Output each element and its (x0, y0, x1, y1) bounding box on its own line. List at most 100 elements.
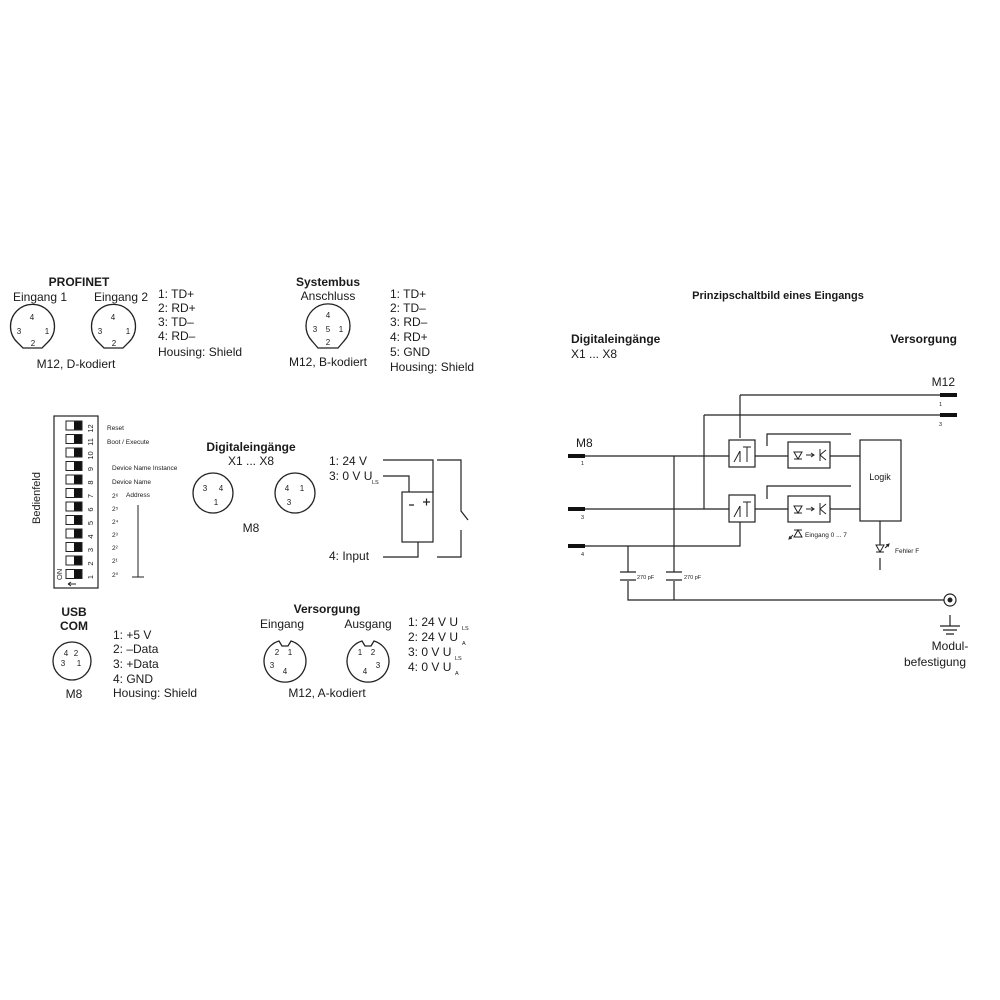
dip-switch[interactable]: 7 (65, 488, 95, 499)
systembus-connector-type: M12, B-kodiert (289, 355, 368, 369)
dip-switch[interactable]: 3 (65, 542, 95, 553)
m8-pin3-label: 3 (581, 515, 584, 521)
boot-label: Boot / Execute (107, 439, 150, 446)
dip-switch[interactable]: 5 (65, 515, 95, 526)
supply-out-connector-icon: 1 2 4 3 (346, 640, 390, 683)
pin-label: 2 (371, 648, 376, 657)
pin-entry: 4: RD– (158, 329, 196, 343)
dip-switch-number: 9 (86, 467, 95, 471)
supply-section: Versorgung Eingang Ausgang 2 1 3 4 1 2 4… (260, 602, 469, 700)
ground-label-2: befestigung (904, 655, 966, 669)
address-label: Address (126, 492, 151, 499)
pin-entry: 4: GND (113, 672, 153, 686)
pin-entry: 3: 0 V U (329, 469, 372, 483)
pin-label: 1 (300, 484, 305, 493)
m8-pin1-label: 1 (581, 461, 584, 467)
device-name-instance-label: Device Name Instance (112, 465, 178, 472)
pin-label: 2 (31, 339, 36, 348)
dip-switch[interactable]: 8 (65, 474, 95, 485)
switch-contact (437, 459, 469, 558)
dip-switch-number: 8 (86, 480, 95, 484)
pin-label: 1 (339, 325, 344, 334)
usb-pin-list: 1: +5 V 2: –Data 3: +Data 4: GND Housing… (113, 628, 197, 700)
pin-label: 1 (45, 327, 50, 336)
ground-icon (940, 593, 960, 635)
dip-switch[interactable]: 10 (65, 447, 95, 460)
pin-entry: Housing: Shield (390, 360, 474, 374)
on-arrow-icon (67, 581, 76, 587)
m8-connector-icon: 3 4 1 (192, 472, 234, 514)
pin-label: 1 (288, 648, 293, 657)
pin-label: 3 (98, 327, 103, 336)
usb-subtitle: COM (60, 619, 88, 633)
m8-connector-icon: 4 1 3 (274, 472, 316, 514)
dip-switch[interactable]: 9 (65, 461, 95, 472)
pin-label: 4 (326, 311, 331, 320)
pin-label: 1 (358, 648, 363, 657)
pin-subscript: A (462, 641, 466, 647)
usb-connector-icon: 4 2 3 1 (52, 641, 92, 681)
pin-entry: 3: +Data (113, 657, 159, 671)
systembus-connector-icon: 4 3 5 1 2 (305, 303, 351, 349)
profinet-port2-connector-icon: 4 3 1 2 (90, 303, 137, 349)
pin-entry: 2: TD– (390, 301, 426, 315)
dip-switch-number: 5 (86, 521, 95, 525)
usb-connector-type: M8 (66, 687, 83, 701)
optocoupler-icon (787, 441, 831, 469)
profinet-title: PROFINET (49, 275, 110, 289)
pin-label: 5 (326, 325, 331, 334)
pin-label: 1 (77, 659, 82, 668)
pin-label: 4 (30, 313, 35, 322)
dip-switch-number: 2 (86, 561, 95, 565)
dip-switch[interactable]: 12 (65, 420, 95, 433)
pin-label: 3 (287, 498, 292, 507)
pin-label: 1 (126, 327, 131, 336)
digital-inputs-range: X1 ... X8 (228, 454, 274, 468)
pin-label: 1 (214, 498, 219, 507)
dip-switch[interactable]: 2 (65, 555, 95, 566)
supply-connector-type: M12, A-kodiert (288, 686, 366, 700)
pin-entry: 3: RD– (390, 315, 428, 329)
pin-label: 2 (275, 648, 280, 657)
pin-label: 3 (17, 327, 22, 336)
dip-switch[interactable]: 1 (65, 569, 95, 580)
dip-switch[interactable]: 6 (65, 501, 95, 512)
pin-entry: 2: –Data (113, 642, 159, 656)
dip-switch-number: 3 (86, 548, 95, 552)
dip-switch-number: 1 (86, 575, 95, 579)
device-name-label: Device Name (112, 479, 151, 486)
pin-label: 3 (61, 659, 66, 668)
schematic-inputs-title: Digitaleingänge (571, 332, 661, 346)
m12-pin3-label: 3 (939, 422, 942, 428)
digital-inputs-title: Digitaleingänge (206, 440, 296, 454)
pin-label: 2 (112, 339, 117, 348)
supply-out-label: Ausgang (344, 617, 391, 631)
dip-switch[interactable]: 4 (65, 528, 95, 539)
dip-switch[interactable]: 11 (65, 434, 95, 446)
filter-block-icon (728, 439, 756, 468)
schematic-title: Prinzipschaltbild eines Eingangs (692, 290, 864, 302)
pin-label: 4 (363, 667, 368, 676)
logic-block (859, 439, 902, 522)
digital-inputs-connector-type: M8 (243, 521, 260, 535)
dip-switch-number: 10 (86, 451, 95, 459)
systembus-subtitle: Anschluss (301, 289, 356, 303)
pin-entry: Housing: Shield (158, 345, 242, 359)
dip-function-labels: Reset Boot / Execute Device Name Instanc… (107, 425, 178, 499)
pin-entry: 1: +5 V (113, 628, 151, 642)
pin-entry: 4: RD+ (390, 330, 428, 344)
schematic-supply-title: Versorgung (890, 332, 957, 346)
sensor-wiring (383, 459, 469, 558)
systembus-section: Systembus Anschluss 4 3 5 1 2 M12, B-kod… (289, 275, 474, 374)
sensor-box (401, 491, 434, 543)
pin-label: 4 (64, 649, 69, 658)
pin-entry: 2: RD+ (158, 301, 196, 315)
profinet-port2-label: Eingang 2 (94, 290, 148, 304)
address-powers: 2⁶ 2⁵ 2⁴ 2³ 2² 2¹ 2⁰ (112, 493, 119, 579)
profinet-section: PROFINET Eingang 1 Eingang 2 4 3 1 2 4 3… (9, 275, 242, 371)
profinet-connector-type: M12, D-kodiert (37, 357, 116, 371)
profinet-pin-list: 1: TD+ 2: RD+ 3: TD– 4: RD– Housing: Shi… (158, 287, 242, 359)
filter-block-icon (728, 494, 756, 523)
pin-entry: 1: TD+ (158, 287, 194, 301)
